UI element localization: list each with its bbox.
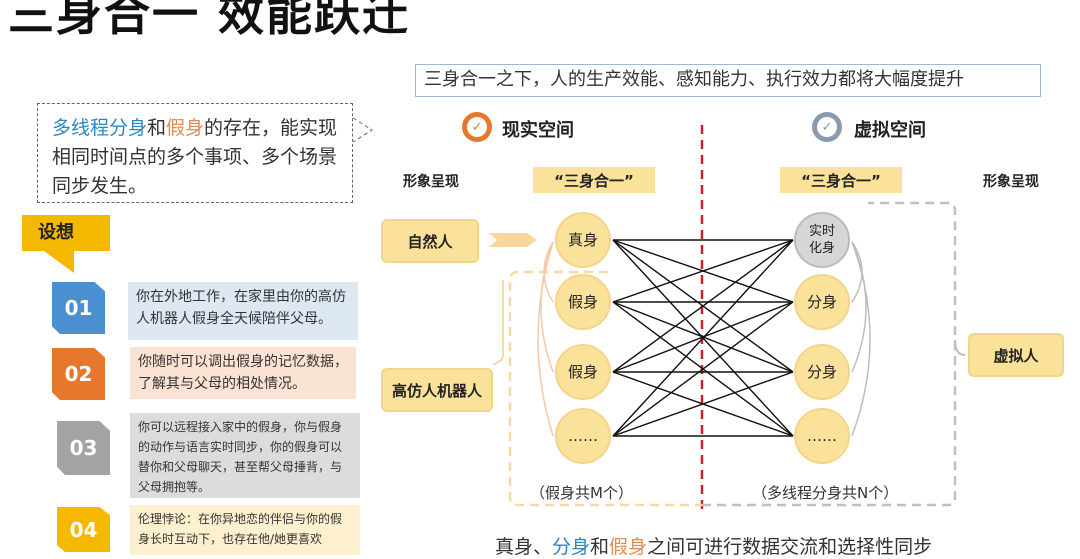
avatar-count: （假身共M个） — [530, 484, 633, 502]
sync-curve-right — [851, 241, 863, 303]
callout-box: 多线程分身和假身的存在，能实现相同时间点的多个事项、多个场景同步发生。 — [37, 103, 353, 203]
callout-text: 的存在，能实现相同时间点的多个事项、多个场景同步发生。 — [52, 117, 338, 197]
connection-line — [612, 371, 794, 437]
virtual-space-title: 虚拟空间 — [854, 120, 926, 141]
page-title: 三身合一 效能跃迁 — [8, 0, 411, 41]
connection-line — [612, 301, 794, 437]
left-brace — [492, 280, 504, 366]
right-group-bracket — [702, 201, 957, 507]
sync-curve-right — [851, 241, 871, 437]
node-clone: 分身 — [794, 344, 850, 400]
callout-highlight-clone: 多线程分身 — [52, 117, 148, 139]
left-group-bracket — [508, 270, 702, 507]
scenario-text: 你随时可以调出假身的记忆数据，了解其与父母的相处情况。 — [130, 347, 356, 399]
virtual-person-box: 虚拟人 — [968, 333, 1064, 377]
connection-line — [612, 239, 794, 373]
connection-lines — [612, 239, 794, 437]
caption-text: 真身、 — [495, 536, 553, 558]
scenario-tag-tail — [44, 251, 74, 273]
scenario-number: 01 — [52, 282, 105, 334]
trinity-label-left: “三身合一” — [533, 167, 655, 193]
node-real-body: 真身 — [555, 212, 611, 268]
natural-person-box: 自然人 — [381, 219, 479, 263]
bottom-caption: 真身、分身和假身之间可进行数据交流和选择性同步 — [495, 532, 932, 559]
scenario-number: 02 — [52, 348, 105, 400]
node-avatar-more: …… — [555, 408, 611, 464]
real-space-title: 现实空间 — [502, 120, 574, 141]
caption-text: 之间可进行数据交流和选择性同步 — [647, 536, 933, 558]
callout-text: 和 — [147, 117, 167, 139]
check-icon-real: ✓ — [462, 112, 492, 142]
node-realtime-incarnation: 实时化身 — [794, 212, 850, 268]
summary-banner: 三身合一之下，人的生产效能、感知能力、执行效力都将大幅度提升 — [415, 64, 1041, 97]
scenario-tag: 设想 — [22, 215, 110, 251]
callout-pointer — [352, 117, 373, 143]
caption-clone: 分身 — [552, 536, 591, 558]
caption-text: 和 — [590, 536, 610, 558]
node-clone: 分身 — [794, 274, 850, 330]
arrow-icon — [489, 233, 537, 247]
scenario-text: 伦理悖论：在你异地恋的伴侣与你的假身长时互动下，也存在他/她更喜欢 — [130, 505, 360, 555]
scenario-number: 03 — [57, 421, 110, 475]
humanoid-robot-box: 高仿人机器人 — [381, 368, 493, 412]
node-avatar: 假身 — [555, 274, 611, 330]
trinity-label-right: “三身合一” — [780, 167, 902, 193]
connection-line — [612, 239, 794, 437]
scenario-number: 04 — [57, 507, 110, 552]
scenario-text: 你在外地工作，在家里由你的高仿人机器人假身全天候陪伴父母。 — [128, 282, 358, 340]
sync-curves — [537, 241, 871, 437]
callout-highlight-avatar: 假身 — [166, 117, 205, 139]
caption-avatar: 假身 — [609, 536, 648, 558]
image-label-right: 形象呈现 — [983, 174, 1039, 190]
node-avatar: 假身 — [555, 344, 611, 400]
diagram-lines — [352, 117, 966, 510]
sync-curve-left — [537, 241, 554, 437]
check-icon-virtual: ✓ — [812, 112, 842, 142]
right-brace — [954, 339, 966, 356]
connection-line — [612, 239, 794, 303]
node-clone-more: …… — [794, 408, 850, 464]
image-label-left: 形象呈现 — [403, 174, 459, 190]
clone-count: （多线程分身共N个） — [752, 484, 899, 502]
scenario-text: 你可以远程接入家中的假身，你与假身的动作与语言实时同步，你的假身可以替你和父母聊… — [130, 413, 360, 498]
